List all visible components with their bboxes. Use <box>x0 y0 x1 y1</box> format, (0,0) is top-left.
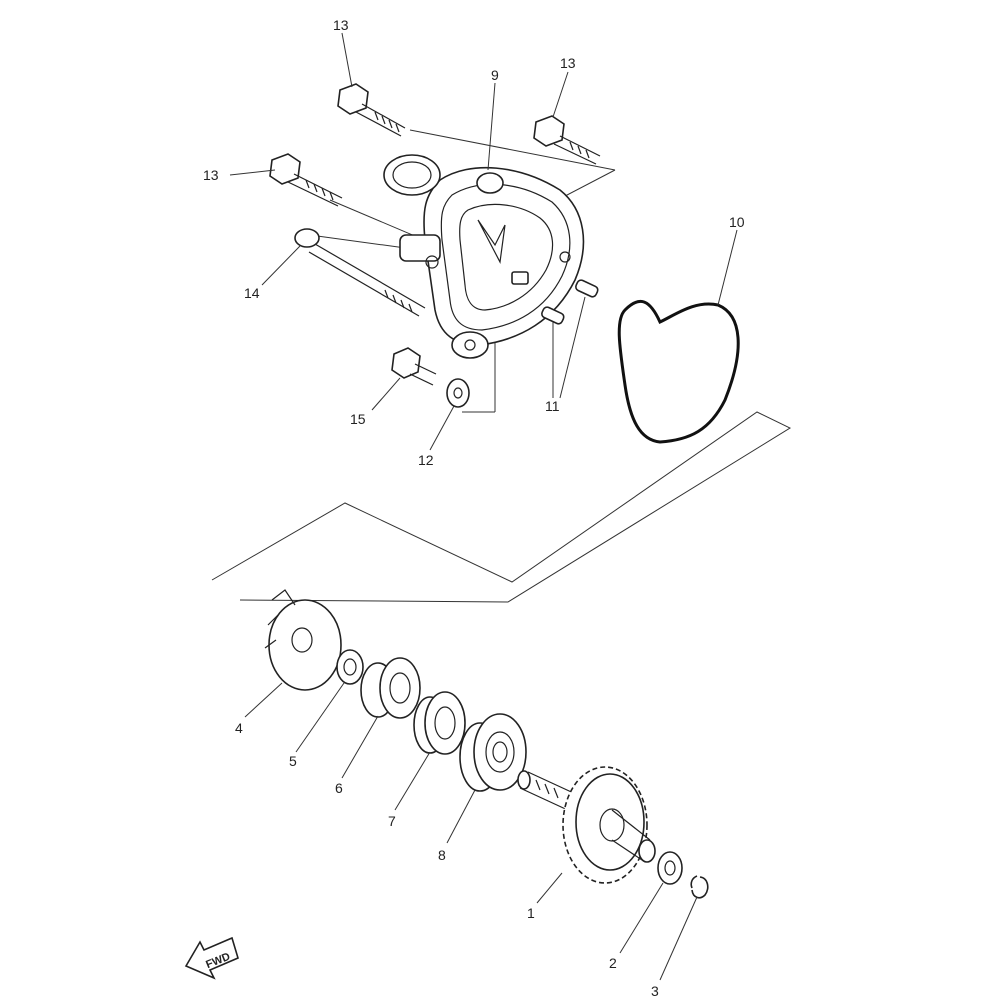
callout-2: 2 <box>609 955 617 971</box>
impeller-4 <box>264 589 342 691</box>
impeller-shaft-1 <box>517 766 656 884</box>
callout-3: 3 <box>651 983 659 999</box>
callout-13: 13 <box>333 17 349 33</box>
seal-6 <box>360 657 421 719</box>
callout-13: 13 <box>560 55 576 71</box>
callout-15: 15 <box>350 411 366 427</box>
bolt-15 <box>391 347 437 386</box>
seal-7 <box>413 691 466 755</box>
bolt-13-left <box>269 153 343 207</box>
dowel-pins <box>541 279 599 325</box>
bearing-8 <box>459 713 527 792</box>
callout-13: 13 <box>203 167 219 183</box>
callout-1: 1 <box>527 905 535 921</box>
circlip-3 <box>690 875 709 899</box>
callout-4: 4 <box>235 720 243 736</box>
callout-7: 7 <box>388 813 396 829</box>
pump-cover <box>383 154 585 359</box>
callout-6: 6 <box>335 780 343 796</box>
washer-12 <box>446 378 470 408</box>
callout-11: 11 <box>545 398 560 414</box>
fwd-arrow-badge: FWD <box>184 936 239 980</box>
callout-12: 12 <box>418 452 434 468</box>
callout-9: 9 <box>491 67 499 83</box>
washer-5 <box>336 649 364 685</box>
callout-5: 5 <box>289 753 297 769</box>
bolt-13-top <box>337 83 406 137</box>
gasket-10 <box>617 299 740 444</box>
callout-10: 10 <box>729 214 745 230</box>
callout-labels: 13 13 13 9 10 14 11 15 12 4 5 6 7 8 1 2 … <box>203 17 745 999</box>
washer-2 <box>657 851 683 885</box>
leader-lines <box>229 32 738 981</box>
callout-8: 8 <box>438 847 446 863</box>
bolt-14 <box>294 228 426 317</box>
callout-14: 14 <box>244 285 260 301</box>
bolt-13-right <box>533 115 601 165</box>
